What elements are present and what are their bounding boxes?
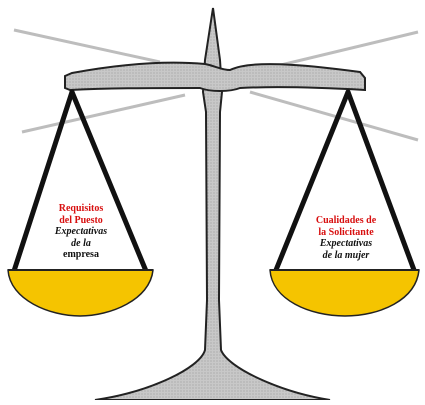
left-pan-label: Requisitos del Puesto Expectativas de la… (50, 203, 112, 261)
right-pan (270, 270, 419, 316)
scale-beam (65, 63, 365, 91)
ray-lower-left (22, 95, 185, 132)
left-sub-line2: de la (50, 238, 112, 250)
ray-upper-left (14, 30, 160, 62)
left-sub-line3: empresa (50, 249, 112, 261)
left-heading-line1: Requisitos (50, 203, 112, 215)
right-pan-label: Cualidades de la Solicitante Expectativa… (298, 215, 394, 261)
right-heading-line1: Cualidades de (298, 215, 394, 227)
right-heading-line2: la Solicitante (298, 227, 394, 239)
left-pan (8, 270, 153, 316)
right-sub-line1: Expectativas (298, 238, 394, 250)
right-sub-line2: de la mujer (298, 250, 394, 262)
left-heading-line2: del Puesto (50, 215, 112, 227)
left-sub-line1: Expectativas (50, 226, 112, 238)
